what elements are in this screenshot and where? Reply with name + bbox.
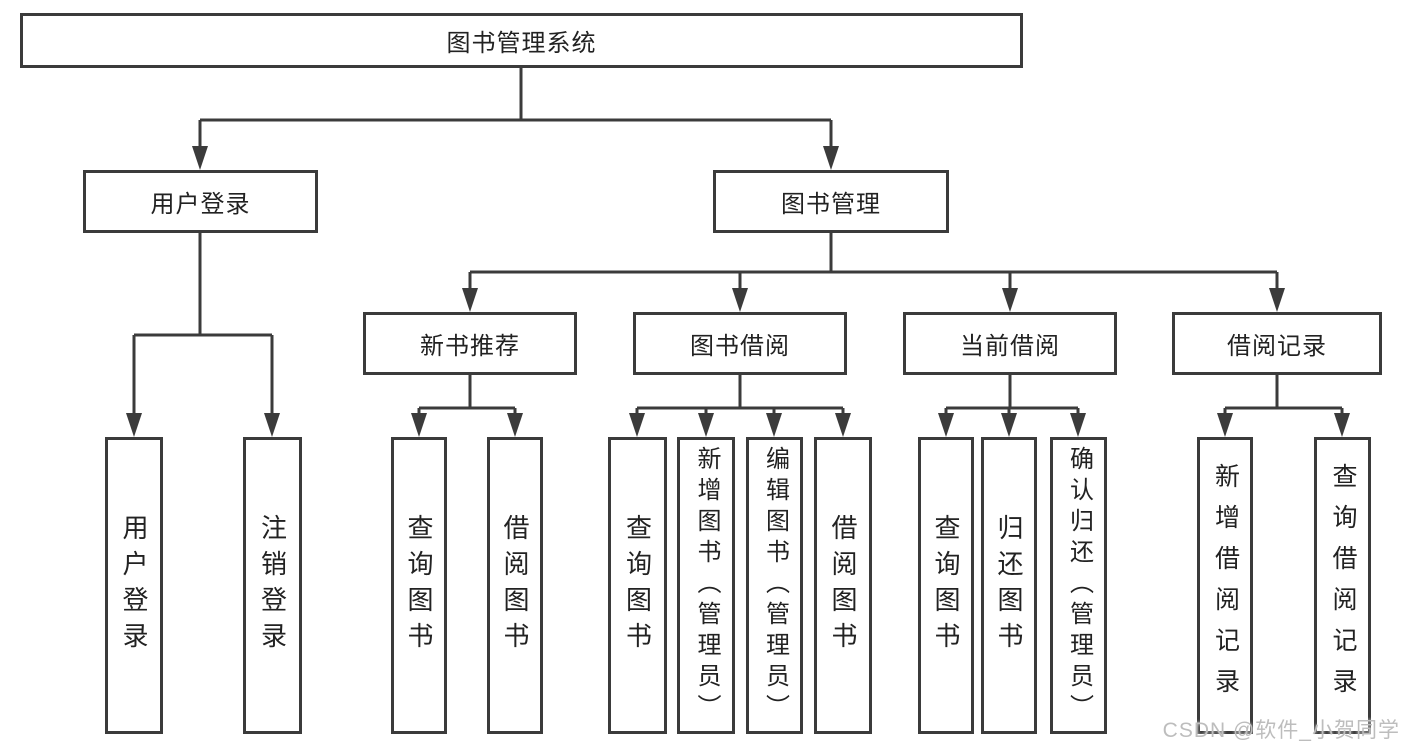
leaf-logout: 注销登录 [243, 437, 302, 734]
leaf-return-book: 归还图书 [981, 437, 1037, 734]
connector-borrow-record-children [1217, 375, 1350, 437]
leaf-label: 借阅图书 [828, 513, 858, 658]
leaf-label: 查询借阅记录 [1329, 462, 1357, 709]
leaf-user-login: 用户登录 [105, 437, 163, 734]
leaf-query-book-recommend: 查询图书 [391, 437, 447, 734]
node-user-login: 用户登录 [83, 170, 318, 233]
connector-current-borrow-children [938, 375, 1086, 437]
leaf-label: 借阅图书 [500, 513, 530, 658]
leaf-label: 查询图书 [622, 513, 653, 658]
leaf-borrow-book-recommend: 借阅图书 [487, 437, 543, 734]
leaf-add-borrow-record: 新增借阅记录 [1197, 437, 1253, 734]
leaf-query-borrow-record: 查询借阅记录 [1314, 437, 1371, 734]
leaf-edit-book-admin: 编辑图书（管理员） [746, 437, 803, 734]
leaf-label: 归还图书 [994, 513, 1024, 658]
leaf-label: 查询图书 [931, 513, 961, 658]
node-book-management: 图书管理 [713, 170, 949, 233]
leaf-label: 确认归还（管理员） [1065, 446, 1093, 725]
connector-book-management-children [462, 233, 1285, 312]
leaf-confirm-return-admin: 确认归还（管理员） [1050, 437, 1107, 734]
leaf-borrow-book: 借阅图书 [814, 437, 872, 734]
node-current-borrow: 当前借阅 [903, 312, 1117, 375]
connector-new-book-recommend-children [411, 375, 523, 437]
leaf-logout-label: 注销登录 [257, 513, 288, 658]
node-root: 图书管理系统 [20, 13, 1023, 68]
leaf-query-book-current: 查询图书 [918, 437, 974, 734]
leaf-user-login-label: 用户登录 [119, 513, 149, 658]
watermark: CSDN @软件_小贺同学 [1162, 719, 1400, 742]
leaf-label: 查询图书 [404, 513, 434, 658]
leaf-add-book-admin: 新增图书（管理员） [677, 437, 735, 734]
node-new-book-recommend: 新书推荐 [363, 312, 577, 375]
leaf-query-book-borrow: 查询图书 [608, 437, 667, 734]
connector-user-login-children [126, 233, 280, 437]
node-borrow-record: 借阅记录 [1172, 312, 1382, 375]
connector-root-to-level2 [192, 68, 839, 170]
leaf-label: 编辑图书（管理员） [761, 446, 789, 725]
leaf-label: 新增借阅记录 [1211, 462, 1240, 709]
leaf-label: 新增图书（管理员） [693, 446, 720, 725]
node-book-borrow: 图书借阅 [633, 312, 847, 375]
connector-book-borrow-children [629, 375, 851, 437]
